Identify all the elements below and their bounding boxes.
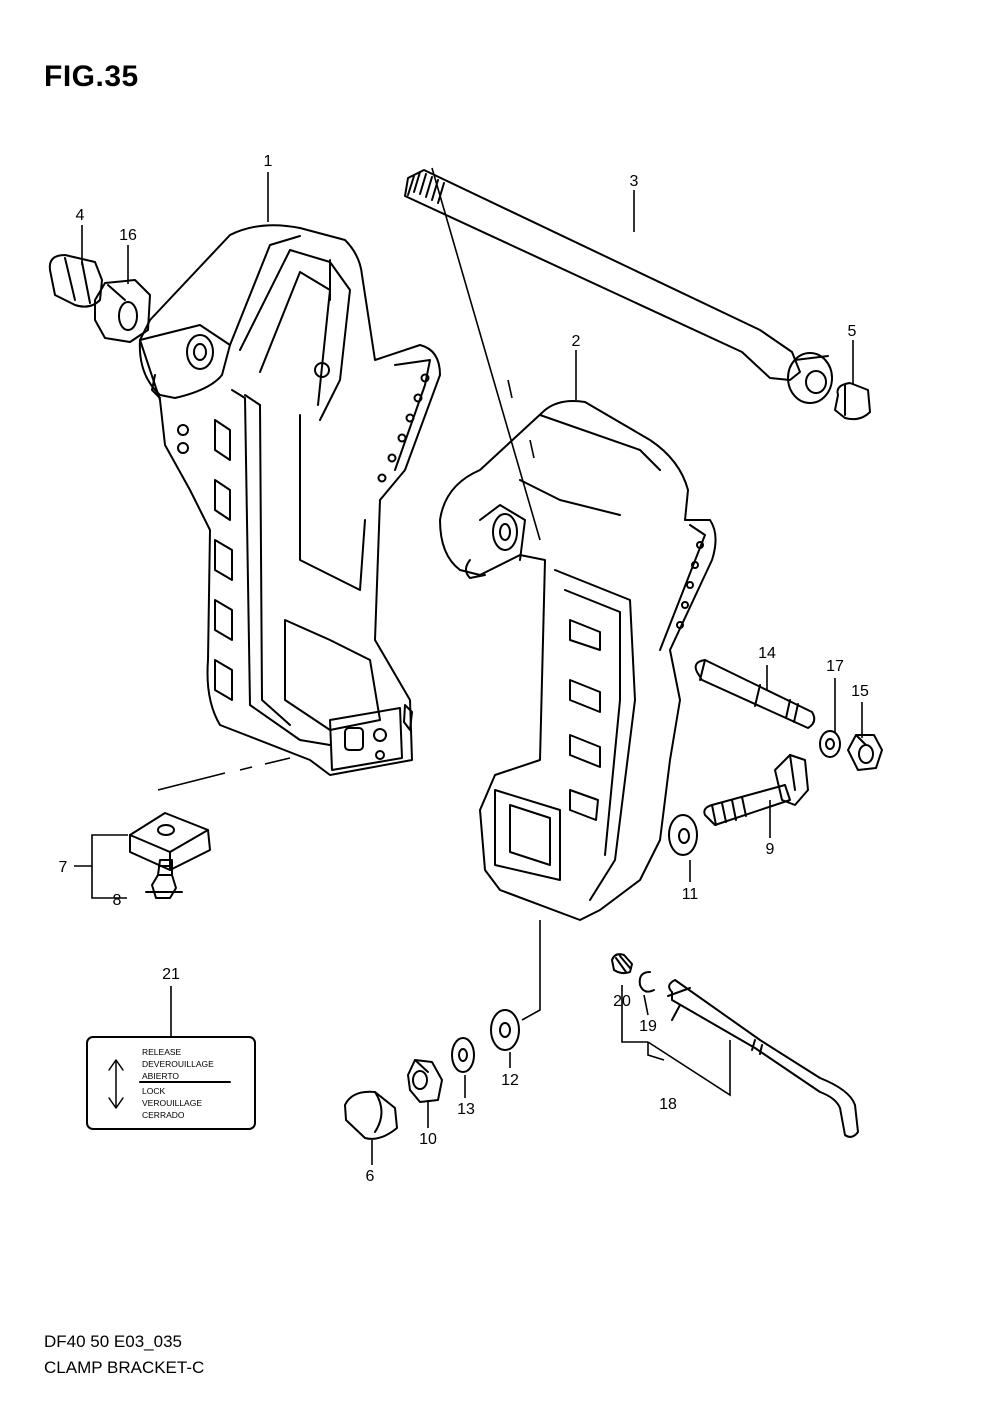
pin-14 [694, 659, 816, 729]
part-number-9: 9 [766, 841, 775, 858]
leader-lines [74, 167, 863, 1165]
part-number-21: 21 [162, 966, 180, 983]
part-number-1: 1 [264, 153, 273, 170]
bolt-9 [703, 754, 809, 826]
tilt-lock-rod [667, 979, 859, 1138]
decal-line-abierto: ABIERTO [142, 1071, 179, 1081]
part-number-11: 11 [682, 886, 699, 903]
washer-11 [668, 814, 698, 856]
part-number-16: 16 [119, 227, 137, 244]
part-number-18: 18 [659, 1096, 677, 1113]
nut-10 [407, 1059, 443, 1103]
cap-nut-5 [834, 382, 871, 421]
washer-13 [451, 1037, 475, 1073]
part-number-6: 6 [366, 1168, 375, 1185]
washer-12 [490, 1009, 520, 1051]
decal-line-release: RELEASE [142, 1047, 182, 1057]
nut-16 [94, 279, 151, 343]
part-number-15: 15 [851, 683, 869, 700]
part-number-7: 7 [59, 859, 68, 876]
part-numbers: 1 2 3 4 5 6 7 8 9 10 11 12 13 14 15 16 1… [59, 153, 869, 1185]
diagram-code: DF40 50 E03_035 [44, 1332, 182, 1351]
part-number-2: 2 [572, 333, 581, 350]
nut-15 [847, 734, 883, 771]
clamp-bracket-left [138, 224, 441, 776]
part-number-12: 12 [501, 1072, 519, 1089]
decal-21 [86, 1036, 256, 1130]
through-bolt [404, 169, 833, 404]
clip-19 [638, 971, 655, 993]
part-number-19: 19 [639, 1018, 657, 1035]
part-number-5: 5 [848, 323, 857, 340]
cap-6 [344, 1090, 398, 1140]
bolt-8 [145, 859, 183, 899]
decal-line-lock: LOCK [142, 1086, 165, 1096]
part-number-20: 20 [613, 993, 631, 1010]
part-number-3: 3 [630, 173, 639, 190]
decal-text: RELEASE DEVEROUILLAGE ABIERTO LOCK VEROU… [142, 1047, 214, 1120]
decal-line-deverouillage: DEVEROUILLAGE [142, 1059, 214, 1069]
plate-7 [129, 812, 211, 871]
washer-17 [819, 730, 841, 758]
part-number-10: 10 [419, 1131, 437, 1148]
part-number-14: 14 [758, 645, 776, 662]
part-number-4: 4 [76, 207, 85, 224]
bushing-4 [48, 254, 103, 308]
figure-title: FIG.35 [44, 60, 139, 93]
part-number-13: 13 [457, 1101, 475, 1118]
decal-line-cerrado: CERRADO [142, 1110, 185, 1120]
decal-line-verouillage: VEROUILLAGE [142, 1098, 202, 1108]
clamp-bracket-right [439, 400, 717, 921]
part-number-17: 17 [826, 658, 844, 675]
spring-20 [611, 953, 633, 975]
part-number-8: 8 [113, 892, 122, 909]
diagram-name: CLAMP BRACKET-C [44, 1358, 205, 1377]
